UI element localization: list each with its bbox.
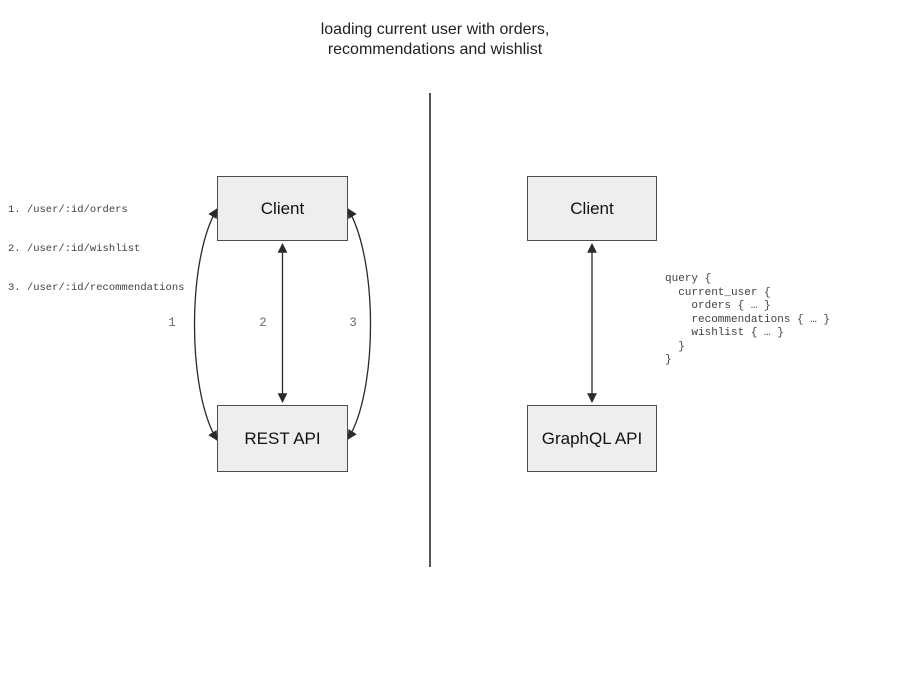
rest-arrow-label-1: 1 (168, 316, 176, 330)
rest-endpoint-wishlist: 2. /user/:id/wishlist (8, 243, 141, 255)
rest-api-box: REST API (217, 405, 348, 472)
rest-client-box: Client (217, 176, 348, 241)
rest-arrow-label-3: 3 (349, 316, 357, 330)
graphql-client-box: Client (527, 176, 657, 241)
rest-arrow-1-curved (193, 208, 218, 441)
rest-endpoint-list: 1. /user/:id/orders 2. /user/:id/wishlis… (8, 178, 184, 321)
rest-client-label: Client (260, 198, 305, 218)
rest-endpoint-orders: 1. /user/:id/orders (8, 204, 128, 216)
rest-api-label: REST API (244, 428, 321, 448)
graphql-query-snippet: query { current_user { orders { … } reco… (665, 273, 831, 366)
graphql-client-label: Client (570, 198, 614, 218)
divider-line (429, 93, 431, 567)
rest-endpoint-recommendations: 3. /user/:id/recommendations (8, 282, 185, 294)
graphql-api-label: GraphQL API (541, 428, 643, 448)
graphql-api-box: GraphQL API (527, 405, 657, 472)
diagram-title: loading current user with orders, recomm… (320, 21, 550, 58)
rest-arrow-label-2: 2 (259, 316, 267, 330)
